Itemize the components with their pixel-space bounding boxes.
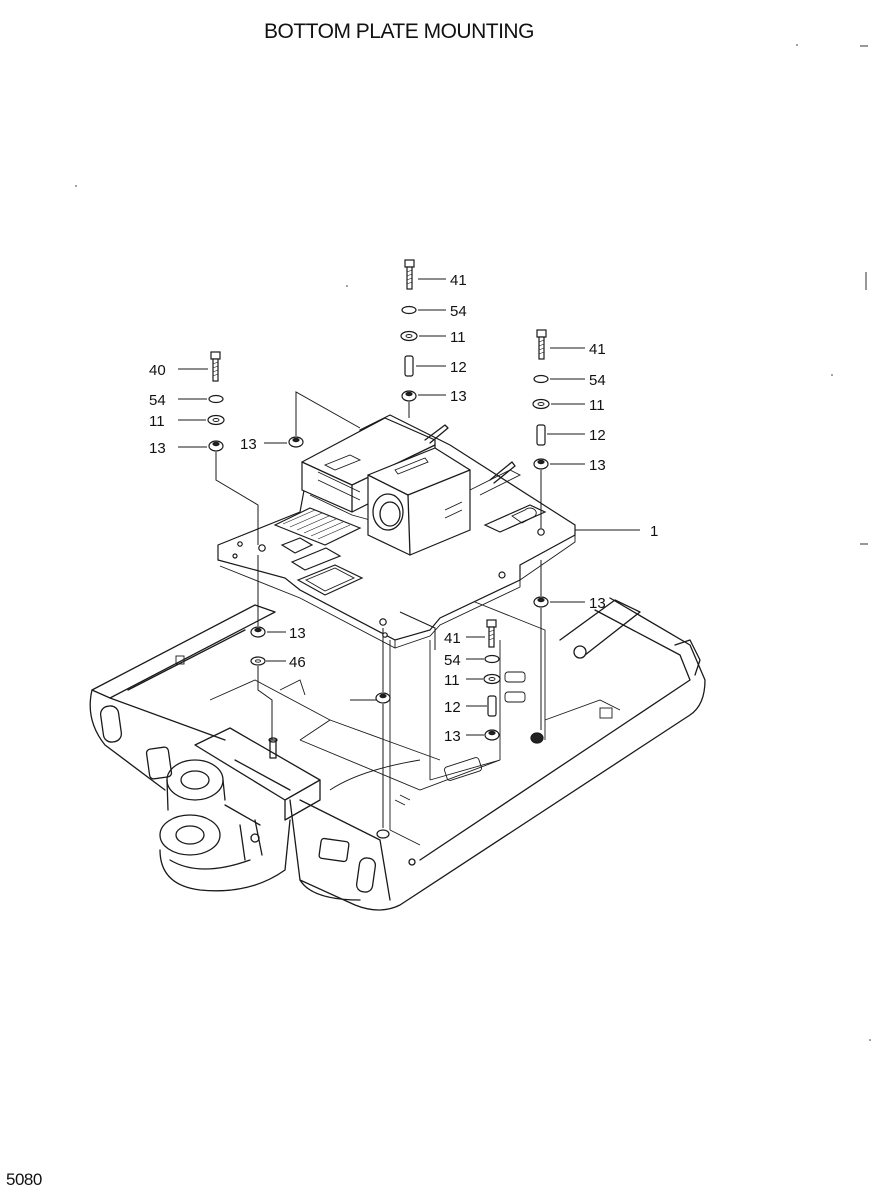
callout-right-41: 41 bbox=[589, 341, 606, 358]
plate-housing bbox=[301, 417, 522, 556]
callout-mid-13: 13 bbox=[240, 436, 257, 453]
callout-right-54: 54 bbox=[589, 372, 606, 389]
callout-left-11: 11 bbox=[149, 413, 165, 430]
top-hardware-stack bbox=[400, 259, 418, 418]
upper-frame-body bbox=[89, 597, 706, 911]
callout-front-11: 11 bbox=[444, 672, 460, 689]
callout-top-13: 13 bbox=[450, 388, 467, 405]
page-number: 5080 bbox=[6, 1170, 42, 1189]
page-title: BOTTOM PLATE MOUNTING bbox=[264, 20, 534, 43]
callout-right-12: 12 bbox=[589, 427, 606, 444]
middle-hardware bbox=[288, 391, 391, 839]
callout-front-13: 13 bbox=[444, 728, 461, 745]
callout-left-13: 13 bbox=[149, 440, 166, 457]
callout-right-13: 13 bbox=[589, 457, 606, 474]
right-hardware-stack bbox=[530, 329, 550, 744]
scan-marks bbox=[75, 44, 871, 1041]
front-hardware-stack bbox=[399, 611, 501, 741]
callout-front-41: 41 bbox=[444, 630, 461, 647]
callout-lower-left-13: 13 bbox=[289, 625, 306, 642]
callout-plate-1: 1 bbox=[650, 523, 658, 540]
callout-top-54: 54 bbox=[450, 303, 467, 320]
callout-right-11: 11 bbox=[589, 397, 605, 414]
callout-front-54: 54 bbox=[444, 652, 461, 669]
callout-labels: 41 54 11 12 13 41 54 11 12 13 40 54 11 1… bbox=[149, 272, 658, 745]
callout-lower-right-13: 13 bbox=[589, 595, 606, 612]
callout-front-12: 12 bbox=[444, 699, 461, 716]
left-hardware-stack bbox=[207, 351, 273, 740]
callout-left-54: 54 bbox=[149, 392, 166, 409]
callout-top-41: 41 bbox=[450, 272, 467, 289]
callout-left-40: 40 bbox=[149, 362, 166, 379]
callout-lower-left-46: 46 bbox=[289, 654, 306, 671]
callout-top-12: 12 bbox=[450, 359, 467, 376]
callout-top-11: 11 bbox=[450, 329, 466, 346]
